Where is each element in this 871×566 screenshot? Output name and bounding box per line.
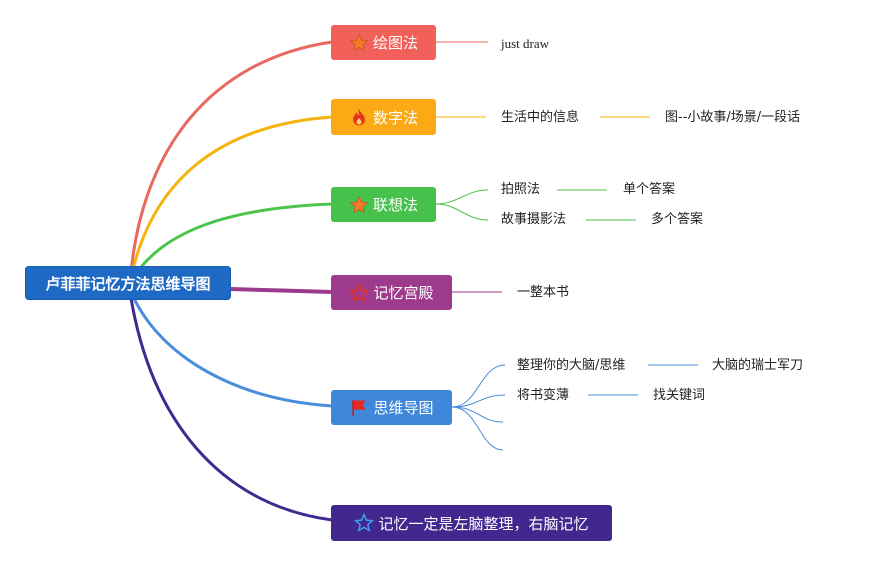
star-icon — [349, 195, 369, 215]
connector-map-fork-3 — [451, 406, 504, 423]
flag-icon — [349, 398, 369, 418]
leaf-organize-brain[interactable]: 整理你的大脑/思维 — [517, 358, 626, 373]
branch-association[interactable]: 联想法 — [331, 187, 436, 222]
star-outline-icon — [354, 513, 375, 533]
leaf-whole-book[interactable]: 一整本书 — [517, 285, 570, 300]
branch-drawing[interactable]: 绘图法 — [331, 25, 436, 60]
leaf-life-info[interactable]: 生活中的信息 — [501, 110, 580, 125]
connector-assoc-fork-1 — [435, 189, 489, 205]
root-topic-label: 卢菲菲记忆方法思维导图 — [45, 274, 211, 293]
branch-left-right-brain-label: 记忆一定是左脑整理，右脑记忆 — [378, 514, 589, 533]
connector-map-fork-1 — [451, 364, 506, 408]
connector-branch-3 — [128, 202, 333, 284]
branch-memory-palace[interactable]: 记忆宫殿 — [331, 275, 452, 310]
branch-mindmap-label: 思维导图 — [373, 399, 434, 417]
star-icon — [349, 33, 369, 53]
star-outline-icon — [349, 282, 370, 303]
leaf-just-draw[interactable]: just draw — [501, 36, 550, 51]
connector-map-fork-2 — [451, 394, 506, 408]
connector-branch-4 — [229, 287, 333, 294]
connector-branch-2 — [128, 115, 333, 284]
root-topic[interactable]: 卢菲菲记忆方法思维导图 — [25, 266, 231, 300]
branch-mindmap[interactable]: 思维导图 — [331, 390, 452, 425]
connector-branch-6 — [128, 291, 333, 522]
connector-map-fork-4 — [451, 406, 504, 451]
leaf-multiple-answers[interactable]: 多个答案 — [651, 212, 704, 227]
connector-branch-1 — [128, 40, 333, 284]
leaf-keywords[interactable]: 找关键词 — [653, 388, 706, 403]
connector-assoc-fork-2 — [435, 203, 489, 221]
leaf-photo-method[interactable]: 拍照法 — [501, 182, 541, 197]
branch-memory-palace-label: 记忆宫殿 — [373, 284, 434, 302]
branch-left-right-brain[interactable]: 记忆一定是左脑整理，右脑记忆 — [331, 505, 612, 541]
leaf-swiss-knife[interactable]: 大脑的瑞士军刀 — [712, 358, 804, 373]
branch-drawing-label: 绘图法 — [372, 34, 418, 52]
leaf-single-answer[interactable]: 单个答案 — [623, 182, 676, 197]
leaf-story-scene[interactable]: 图--小故事/场景/一段话 — [665, 110, 801, 125]
branch-number[interactable]: 数字法 — [331, 99, 436, 135]
branch-number-label: 数字法 — [372, 108, 418, 127]
connector-branch-5 — [128, 289, 333, 408]
leaf-thin-book[interactable]: 将书变薄 — [517, 388, 570, 403]
branch-association-label: 联想法 — [372, 196, 418, 214]
leaf-story-photo-method[interactable]: 故事摄影法 — [501, 212, 567, 227]
fire-icon — [349, 107, 369, 127]
